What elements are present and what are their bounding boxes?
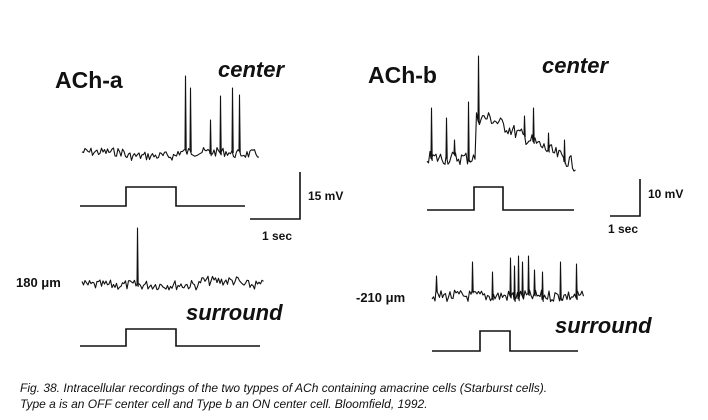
panel-a: ACh-a center 15 mV 1 sec 180 μm surround (16, 57, 343, 347)
panel-a-scale-time: 1 sec (262, 229, 292, 243)
panel-b-center-label: center (542, 53, 609, 78)
panel-a-surround-stimulus (80, 328, 260, 347)
panel-a-title: ACh-a (55, 67, 123, 93)
panel-b-distance-label: -210 μm (356, 290, 405, 305)
panel-b-surround-stimulus (432, 330, 578, 352)
figure-caption: Fig. 38. Intracellular recordings of the… (20, 380, 700, 412)
caption-line-1: Fig. 38. Intracellular recordings of the… (20, 381, 548, 395)
panel-b-scale-voltage: 10 mV (648, 187, 683, 201)
panel-b-scale-bar (610, 179, 641, 217)
panel-a-scale-bar (250, 172, 301, 220)
panel-a-center-trace (81, 75, 260, 161)
panel-b: ACh-b center 10 mV 1 sec -210 μm surroun… (356, 53, 683, 352)
panel-a-surround-label: surround (186, 300, 283, 325)
panel-a-surround-trace (81, 227, 264, 291)
panel-b-surround-label: surround (555, 313, 652, 338)
panel-a-distance-label: 180 μm (16, 275, 61, 290)
panel-a-scale-voltage: 15 mV (308, 189, 343, 203)
panel-b-surround-trace (431, 255, 585, 303)
panel-b-center-stimulus (427, 186, 574, 211)
caption-line-2: Type a is an OFF center cell and Type b … (20, 397, 428, 411)
panel-b-scale-time: 1 sec (608, 222, 638, 236)
panel-b-title: ACh-b (368, 62, 437, 88)
panel-a-center-stimulus (80, 186, 245, 207)
panel-a-center-label: center (218, 57, 285, 82)
panel-b-center-trace (426, 55, 576, 172)
